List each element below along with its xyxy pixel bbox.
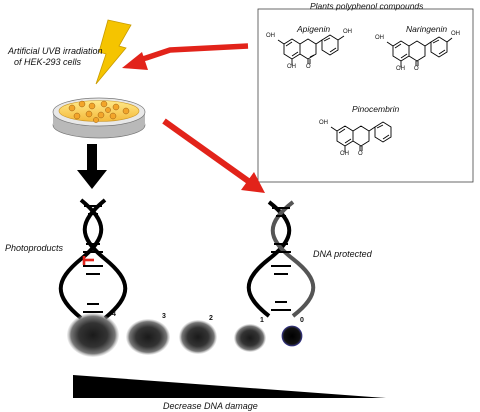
comet-grade-4 — [67, 313, 119, 357]
comet-assay-row — [67, 313, 303, 357]
photoproducts-label: Photoproducts — [5, 243, 64, 253]
comet-grade-label-3: 3 — [162, 313, 166, 320]
comet-grade-label-4: 4 — [112, 311, 116, 318]
red-arrow-diagonal — [162, 118, 265, 193]
compounds-box — [257, 8, 474, 183]
apigenin-oh-right: OH — [343, 29, 352, 35]
pinocembrin-oh-bottom: OH — [340, 151, 349, 157]
petri-dish-icon — [52, 97, 146, 139]
naringenin-structure — [386, 36, 453, 67]
dna-protected-label: DNA protected — [313, 249, 372, 259]
damage-gradient-wedge — [73, 375, 386, 398]
naringenin-oh-bottom: OH — [396, 66, 405, 72]
black-down-arrow — [77, 144, 107, 189]
apigenin-o-carbonyl: O — [306, 64, 311, 70]
pinocembrin-ho-left: OH — [319, 120, 328, 126]
irradiation-label-line2: of HEK-293 cells — [14, 57, 82, 67]
dna-helix-damaged — [58, 198, 128, 320]
compound-naringenin: Naringenin — [406, 24, 448, 34]
comet-grade-0 — [281, 325, 303, 347]
gradient-label: Decrease DNA damage — [163, 401, 258, 411]
apigenin-oh-bottom: OH — [287, 64, 296, 70]
pinocembrin-o-carbonyl: O — [358, 151, 363, 157]
comet-grade-label-1: 1 — [260, 317, 264, 324]
compound-apigenin: Apigenin — [297, 24, 331, 34]
comet-grade-label-0: 0 — [300, 317, 304, 324]
naringenin-o-carbonyl: O — [414, 66, 419, 72]
dna-helix-protected — [246, 200, 316, 318]
red-arrow-to-dish — [122, 43, 249, 70]
apigenin-ho-left: OH — [266, 33, 275, 39]
apigenin-structure — [277, 34, 345, 65]
compounds-box-title: Plants polyphenol compounds — [310, 1, 424, 11]
naringenin-ho-left: OH — [375, 35, 384, 41]
comet-grade-2 — [179, 320, 217, 354]
comet-grade-label-2: 2 — [209, 315, 213, 322]
comet-grade-3 — [126, 319, 170, 355]
naringenin-oh-right: OH — [451, 31, 460, 37]
lightning-bolt-icon — [95, 19, 132, 85]
pinocembrin-structure — [330, 121, 392, 152]
irradiation-label-line1: Artificial UVB irradiation — [8, 46, 103, 56]
compound-pinocembrin: Pinocembrin — [352, 104, 400, 114]
comet-grade-1 — [234, 324, 266, 352]
